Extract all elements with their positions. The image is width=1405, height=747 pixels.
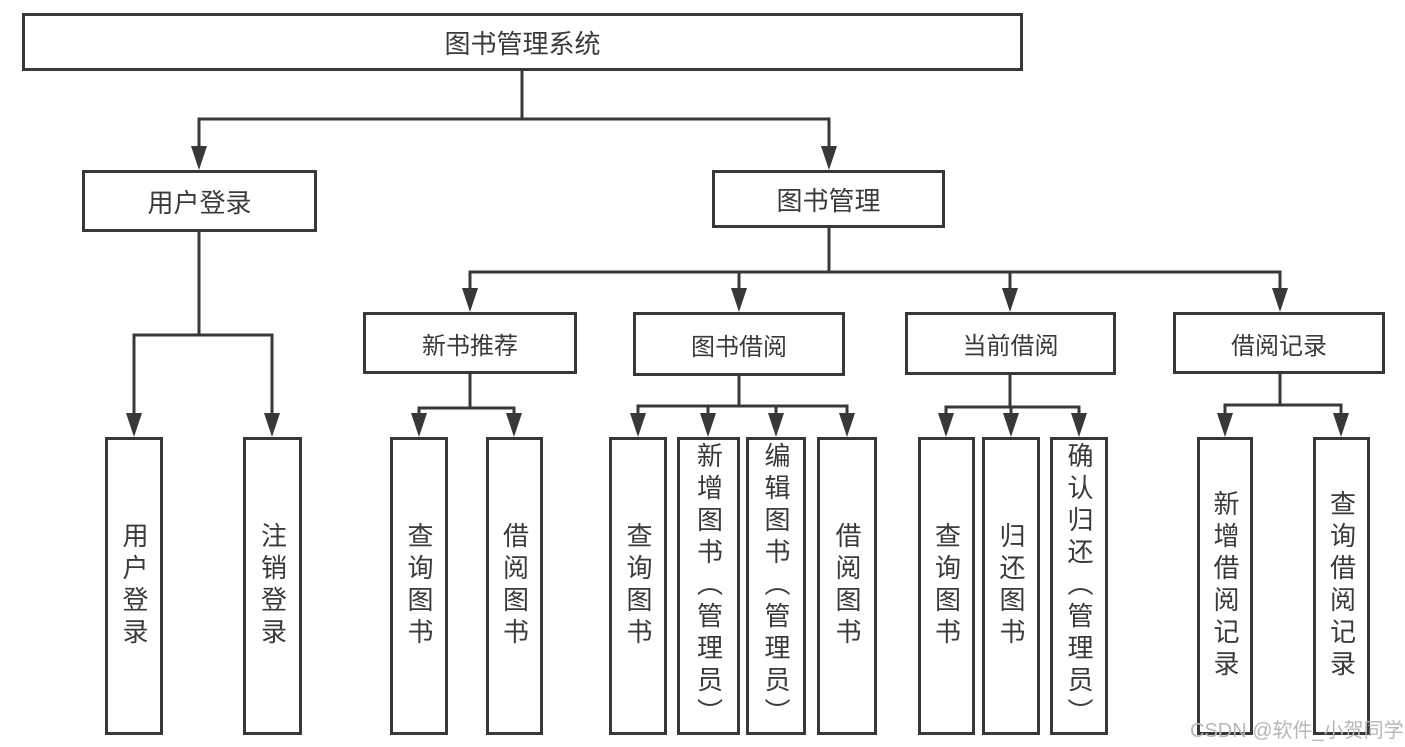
- leaf-user-login-label: 用户登录: [119, 522, 149, 650]
- leaf-current-query-books: 查询图书: [918, 437, 975, 735]
- arrowhead-icon: [731, 288, 747, 312]
- leaf-borrow-query-books-label: 查询图书: [623, 522, 653, 650]
- node-book-management-label: 图书管理: [776, 185, 881, 216]
- arrowhead-icon: [462, 288, 478, 312]
- leaf-user-login: 用户登录: [105, 437, 163, 735]
- leaf-current-return-books: 归还图书: [982, 437, 1040, 735]
- leaf-current-query-books-label: 查询图书: [931, 522, 962, 650]
- node-book-management: 图书管理: [712, 170, 945, 228]
- node-borrow-records-label: 借阅记录: [1231, 332, 1327, 360]
- leaf-current-return-books-label: 归还图书: [996, 522, 1026, 650]
- leaf-current-confirm-return-admin: 确认归还（管理员）: [1050, 437, 1108, 735]
- leaf-borrow-borrow-books: 借阅图书: [817, 437, 877, 735]
- arrowhead-icon: [191, 146, 207, 170]
- leaf-newbooks-query-books-label: 查询图书: [404, 522, 434, 650]
- arrowhead-icon: [1333, 413, 1349, 437]
- arrowhead-icon: [506, 413, 522, 437]
- leaf-borrow-edit-books-admin: 编辑图书（管理员）: [746, 437, 806, 735]
- node-book-borrow: 图书借阅: [633, 312, 845, 376]
- arrowhead-icon: [1071, 413, 1087, 437]
- arrowhead-icon: [411, 413, 427, 437]
- leaf-current-confirm-return-admin-label: 确认归还（管理员）: [1064, 442, 1094, 730]
- arrowhead-icon: [768, 413, 784, 437]
- node-new-book-recommend-label: 新书推荐: [422, 332, 518, 360]
- arrowheads: [126, 146, 1349, 437]
- leaf-newbooks-borrow-books: 借阅图书: [486, 437, 543, 735]
- leaf-borrow-edit-books-admin-label: 编辑图书（管理员）: [761, 442, 791, 730]
- arrowhead-icon: [839, 413, 855, 437]
- arrowhead-icon: [630, 413, 646, 437]
- leaf-borrow-add-books-admin-label: 新增图书（管理员）: [693, 442, 724, 730]
- node-current-borrow-label: 当前借阅: [962, 333, 1059, 360]
- leaf-newbooks-borrow-books-label: 借阅图书: [499, 522, 530, 650]
- node-root-label: 图书管理系统: [444, 28, 601, 59]
- node-book-borrow-label: 图书借阅: [691, 333, 787, 361]
- leaf-logout-label: 注销登录: [257, 522, 288, 650]
- csdn-watermark: CSDN @软件_小贺同学: [1190, 720, 1404, 742]
- leaf-records-add-record-label: 新增借阅记录: [1210, 490, 1240, 682]
- leaf-newbooks-query-books: 查询图书: [390, 437, 448, 735]
- arrowhead-icon: [126, 413, 142, 437]
- arrowhead-icon: [938, 413, 954, 437]
- leaf-records-query-record: 查询借阅记录: [1313, 437, 1370, 735]
- arrowhead-icon: [821, 146, 837, 170]
- arrowhead-icon: [1002, 288, 1018, 312]
- node-root: 图书管理系统: [22, 13, 1023, 71]
- leaf-records-query-record-label: 查询借阅记录: [1326, 490, 1357, 682]
- node-user-login-label: 用户登录: [147, 187, 252, 218]
- node-current-borrow: 当前借阅: [905, 312, 1116, 375]
- node-user-login: 用户登录: [82, 170, 317, 232]
- node-borrow-records: 借阅记录: [1173, 312, 1385, 374]
- leaf-logout: 注销登录: [243, 437, 302, 735]
- leaf-records-add-record: 新增借阅记录: [1197, 437, 1253, 735]
- tree-edges: [132, 69, 1343, 422]
- leaf-borrow-add-books-admin: 新增图书（管理员）: [677, 437, 740, 735]
- node-new-book-recommend: 新书推荐: [363, 312, 577, 374]
- leaf-borrow-query-books: 查询图书: [609, 437, 667, 735]
- arrowhead-icon: [1272, 288, 1288, 312]
- arrowhead-icon: [1003, 413, 1019, 437]
- arrowhead-icon: [1217, 413, 1233, 437]
- leaf-borrow-borrow-books-label: 借阅图书: [832, 522, 862, 650]
- arrowhead-icon: [264, 413, 280, 437]
- arrowhead-icon: [700, 413, 716, 437]
